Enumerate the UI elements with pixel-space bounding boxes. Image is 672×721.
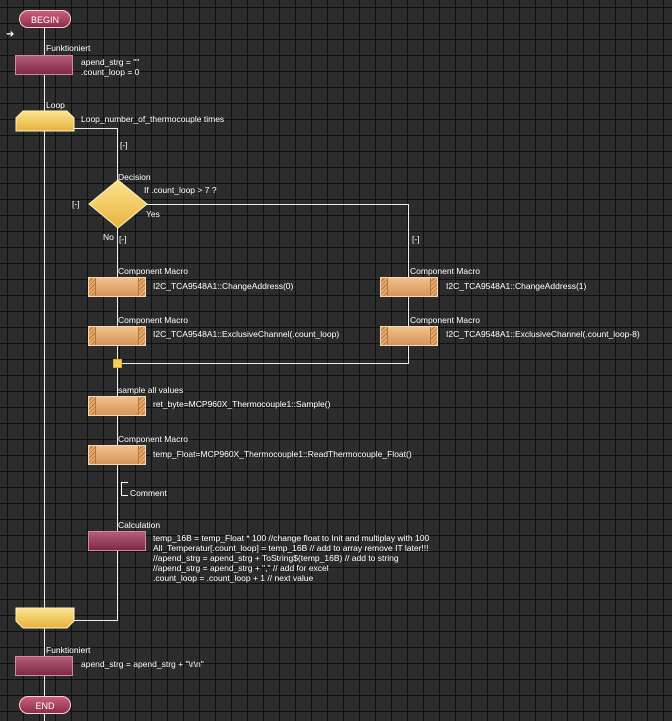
read-title: Component Macro — [118, 434, 188, 444]
calc2-line-3: //apend_strg = apend_strg + ToString$(te… — [153, 553, 399, 563]
read-macro-icon[interactable] — [88, 445, 146, 465]
calc2-icon[interactable] — [88, 531, 146, 551]
comment-bracket-icon — [121, 482, 128, 496]
no-macro2-text: I2C_TCA9548A1::ExclusiveChannel(.count_l… — [153, 329, 340, 339]
sample-macro-icon[interactable] — [88, 396, 146, 416]
branch-merge-wire — [117, 363, 409, 364]
decision-no-label: No — [103, 232, 114, 242]
decision-title: Decision — [118, 172, 151, 182]
loop-wire-top — [74, 128, 118, 129]
decision-condition: If .count_loop > 7 ? — [144, 185, 217, 195]
yes-macro2-text: I2C_TCA9548A1::ExclusiveChannel(.count_l… — [446, 329, 640, 339]
calc1-title: Funktioniert — [46, 43, 91, 53]
read-text: temp_Float=MCP960X_Thermocouple1::ReadTh… — [153, 449, 412, 459]
calc2-line-5: .count_loop = .count_loop + 1 // next va… — [153, 573, 314, 583]
begin-terminal[interactable]: BEGIN — [19, 10, 71, 28]
flow-wire — [44, 28, 45, 721]
calc3-title: Funktioniert — [46, 645, 91, 655]
no-macro1-title: Component Macro — [118, 266, 188, 276]
no-macro1-icon[interactable] — [88, 277, 146, 297]
yes-macro1-title: Component Macro — [410, 266, 480, 276]
comment-text[interactable]: Comment — [130, 488, 167, 498]
yes-branch-collapse-toggle[interactable]: [-] — [412, 234, 420, 244]
sample-text: ret_byte=MCP960X_Thermocouple1::Sample() — [153, 399, 331, 409]
branch-junction-point[interactable] — [113, 359, 122, 368]
decision-yes-wire — [146, 204, 409, 205]
sample-title: sample all values — [118, 385, 184, 395]
calc3-text: apend_strg = apend_strg + "\r\n" — [81, 659, 204, 669]
decision-diamond-icon[interactable] — [88, 179, 148, 229]
loop-end-icon[interactable] — [15, 607, 75, 629]
loop-wire-bottom — [74, 620, 118, 621]
loop-title: Loop — [46, 100, 65, 110]
decision-collapse-toggle[interactable]: [-] — [72, 199, 80, 209]
yes-macro1-text: I2C_TCA9548A1::ChangeAddress(1) — [446, 281, 587, 291]
start-arrow-icon: ➜ — [6, 29, 15, 40]
yes-macro2-icon[interactable] — [380, 326, 438, 346]
loop-start-icon[interactable] — [15, 110, 75, 132]
end-terminal[interactable]: END — [19, 696, 71, 714]
yes-macro2-title: Component Macro — [410, 315, 480, 325]
calc3-icon[interactable] — [15, 656, 73, 676]
no-macro1-text: I2C_TCA9548A1::ChangeAddress(0) — [153, 281, 294, 291]
calc2-line-4: //apend_strg = apend_strg + "," // add f… — [153, 563, 329, 573]
yes-macro1-icon[interactable] — [380, 277, 438, 297]
calc1-line-2: .count_loop = 0 — [81, 67, 140, 77]
no-branch-collapse-toggle[interactable]: [-] — [119, 234, 127, 244]
loop-collapse-toggle[interactable]: [-] — [120, 140, 128, 150]
calc1-icon[interactable] — [15, 55, 73, 75]
calc1-line-1: apend_strg = "" — [81, 57, 140, 67]
calc2-title: Calculation — [118, 520, 161, 530]
decision-yes-label: Yes — [146, 209, 160, 219]
calc2-line-1: temp_16B = temp_Float * 100 //change flo… — [153, 533, 430, 543]
no-macro2-title: Component Macro — [118, 315, 188, 325]
loop-wire-right — [117, 128, 118, 620]
loop-text: Loop_number_of_thermocouple times — [81, 114, 225, 124]
no-macro2-icon[interactable] — [88, 326, 146, 346]
calc2-line-2: All_Temperatur[.count_loop] = temp_16B /… — [153, 543, 429, 553]
